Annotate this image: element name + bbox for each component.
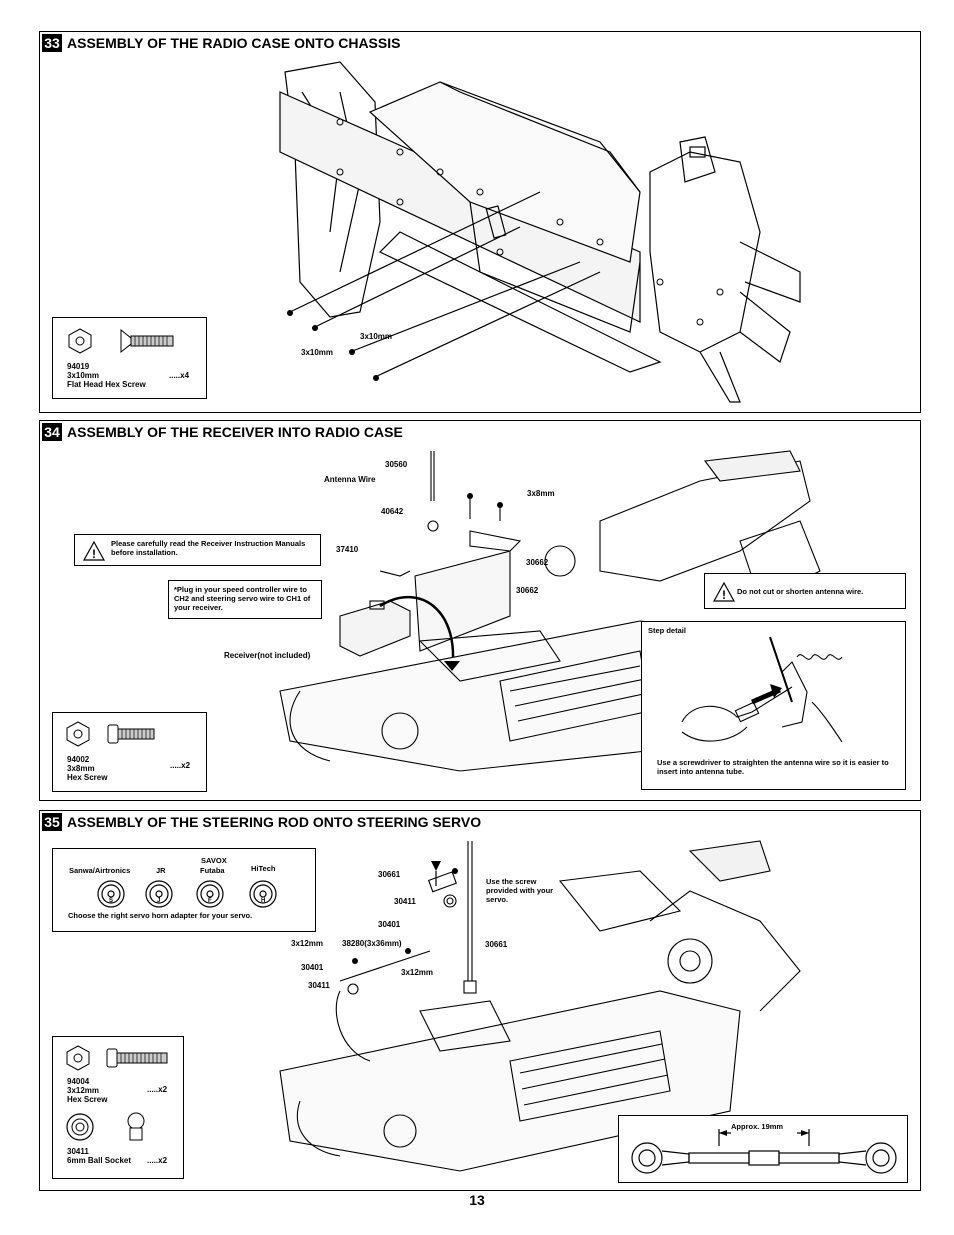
- horn-letter-s: S: [109, 898, 114, 904]
- rod-length-label: Approx. 19mm: [731, 1122, 784, 1131]
- warning-text: Please carefully read the Receiver Instr…: [111, 539, 306, 557]
- warning-antenna-text: Do not cut or shorten antenna wire.: [737, 587, 864, 596]
- horn-letter-h: H: [261, 898, 266, 904]
- step-35-number: 35: [42, 813, 62, 831]
- horn-letter-f: F: [208, 898, 212, 904]
- hex-nut-icon: [68, 328, 92, 354]
- callout-30411-b: 30411: [308, 981, 330, 990]
- part-name: Hex Screw: [67, 773, 108, 782]
- callout-40642: 40642: [381, 507, 404, 516]
- callout-30662-a: 30662: [526, 558, 549, 567]
- step-33-number: 33: [42, 34, 62, 52]
- horn-caption: Choose the right servo horn adapter for …: [68, 911, 253, 920]
- page-number: 13: [469, 1192, 485, 1208]
- callout-3x12-a: 3x12mm: [291, 939, 324, 948]
- part-qty: .....x4: [169, 371, 190, 380]
- step-34-title: ASSEMBLY OF THE RECEIVER INTO RADIO CASE: [67, 424, 403, 440]
- hex-nut-icon: [66, 1045, 90, 1071]
- callout-3x10-right: 3x10mm: [360, 332, 393, 341]
- part-name: Hex Screw: [67, 1095, 108, 1104]
- step-33-panel: 33 ASSEMBLY OF THE RADIO CASE ONTO CHASS…: [39, 31, 921, 413]
- step-35-title: ASSEMBLY OF THE STEERING ROD ONTO STEERI…: [67, 814, 482, 830]
- part-code: 94019: [67, 362, 90, 371]
- callout-30661-b: 30661: [485, 940, 508, 949]
- part-name: Flat Head Hex Screw: [67, 380, 146, 389]
- part-size: 3x10mm: [67, 371, 100, 380]
- svg-text:!: !: [722, 588, 726, 602]
- horn-label-sanwa: Sanwa/Airtronics: [69, 866, 131, 875]
- plug-note-text: *Plug in your speed controller wire to C…: [174, 585, 311, 612]
- callout-30401-a: 30401: [378, 920, 401, 929]
- steering-rod-icon: [631, 1129, 897, 1174]
- part-qty: .....x2: [170, 761, 191, 770]
- warning-triangle-icon: !: [712, 581, 736, 602]
- callout-30401-b: 30401: [301, 963, 324, 972]
- callout-38280: 38280(3x36mm): [342, 939, 402, 948]
- part-size: 3x12mm: [67, 1086, 100, 1095]
- callout-30560: 30560: [385, 460, 408, 469]
- parts-box-94019: 94019 3x10mm .....x4 Flat Head Hex Screw: [52, 317, 207, 399]
- warning-antenna: ! Do not cut or shorten antenna wire.: [704, 573, 906, 609]
- callout-3x10-left: 3x10mm: [301, 348, 334, 357]
- callout-3x12-b: 3x12mm: [401, 968, 434, 977]
- part-code: 94004: [67, 1077, 90, 1086]
- step-detail-text: Use a screwdriver to straighten the ante…: [657, 758, 889, 776]
- horn-label-jr: JR: [156, 866, 166, 875]
- callout-receiver: Receiver(not included): [224, 651, 311, 660]
- ball-socket-side-icon: [127, 1112, 145, 1141]
- ball-socket-icon: [66, 1113, 94, 1141]
- callout-3x8mm: 3x8mm: [527, 489, 555, 498]
- step-35-panel: 35 ASSEMBLY OF THE STEERING ROD ONTO STE…: [39, 810, 921, 1191]
- plug-note: *Plug in your speed controller wire to C…: [168, 580, 322, 619]
- step-detail-title: Step detail: [648, 626, 686, 635]
- part-name-ball: 6mm Ball Socket: [67, 1156, 132, 1165]
- chassis-radio-case-illustration: [279, 61, 801, 403]
- parts-box-94002: 94002 3x8mm .....x2 Hex Screw: [52, 712, 207, 792]
- callout-30411-a: 30411: [394, 897, 416, 906]
- step-detail-box: Step detail Use a screwdriver to straigh…: [641, 621, 906, 790]
- step-33-title: ASSEMBLY OF THE RADIO CASE ONTO CHASSIS: [67, 35, 401, 51]
- servo-horn-icons: [97, 880, 277, 908]
- svg-text:!: !: [92, 547, 96, 561]
- horn-letter-j: J: [157, 898, 161, 904]
- hex-screw-icon: [106, 1048, 168, 1068]
- warning-receiver-manual: ! Please carefully read the Receiver Ins…: [74, 534, 321, 566]
- screwdriver-antenna-illustration: [681, 636, 843, 743]
- part-qty-ball: .....x2: [147, 1156, 168, 1165]
- horn-label-savox: SAVOX: [201, 856, 227, 865]
- flat-head-screw-icon: [120, 328, 174, 354]
- horn-label-futaba: Futaba: [200, 866, 225, 875]
- warning-triangle-icon: !: [82, 540, 106, 561]
- part-code-ball: 30411: [67, 1147, 89, 1156]
- servo-horn-box: Sanwa/Airtronics JR SAVOX Futaba HiTech …: [52, 848, 316, 932]
- rod-length-box: Approx. 19mm: [618, 1115, 908, 1183]
- callout-antenna-wire: Antenna Wire: [324, 475, 376, 484]
- part-qty: .....x2: [147, 1085, 168, 1094]
- callout-screw-note: Use the screw provided with your servo.: [486, 877, 554, 904]
- parts-box-94004: 94004 3x12mm .....x2 Hex Screw 30411 6mm…: [52, 1036, 184, 1179]
- hex-nut-icon: [66, 721, 90, 747]
- part-size: 3x8mm: [67, 764, 95, 773]
- callout-30662-b: 30662: [516, 586, 539, 595]
- horn-label-hitech: HiTech: [251, 864, 276, 873]
- hex-screw-icon: [107, 724, 155, 744]
- callout-30661-a: 30661: [378, 870, 401, 879]
- step-34-panel: 34 ASSEMBLY OF THE RECEIVER INTO RADIO C…: [39, 420, 921, 801]
- part-code: 94002: [67, 755, 90, 764]
- step-34-number: 34: [42, 423, 62, 441]
- callout-37410: 37410: [336, 545, 359, 554]
